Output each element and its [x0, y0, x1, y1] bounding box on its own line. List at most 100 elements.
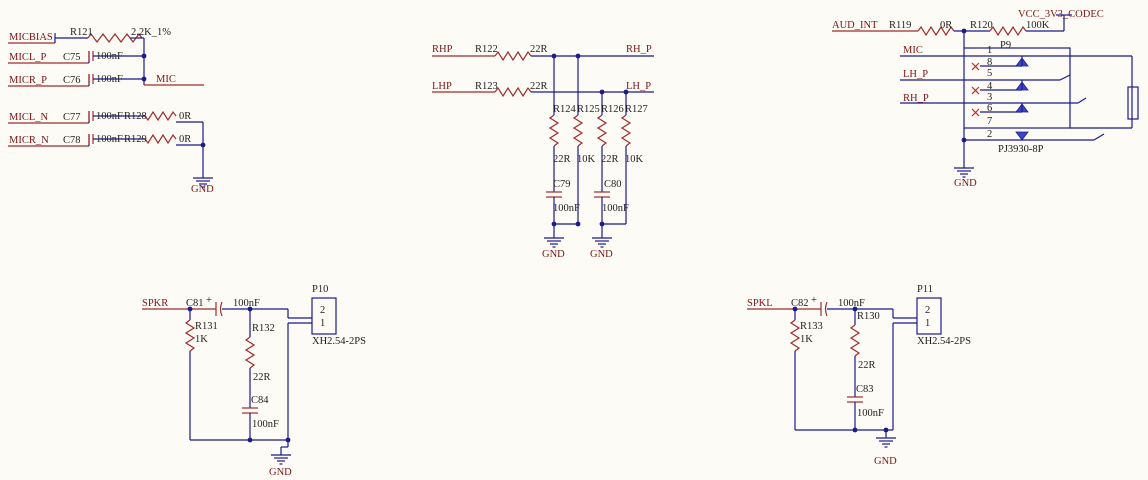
value-r126: 22R [601, 154, 619, 165]
junction-dot [200, 142, 206, 148]
pin3-contact [1077, 97, 1087, 104]
r121-body [87, 33, 143, 43]
ref-c75: C75 [63, 52, 81, 63]
net-label-jack-lh-p: LH_P [903, 69, 928, 80]
junction-dot [551, 53, 557, 59]
pin-label: 4 [987, 81, 993, 92]
speaker-left-section: SPKL C82 + 100nF R133 1K R130 22R C83 10… [747, 284, 971, 467]
ref-r126: R126 [601, 104, 624, 115]
ref-r123: R123 [475, 81, 498, 92]
r119-body [917, 25, 955, 37]
mic-section: MICBIAS R121 2.2K_1% MICL_P C75 100nF MI… [8, 27, 214, 195]
ref-r127: R127 [625, 104, 648, 115]
value-c76: 100nF [96, 74, 123, 85]
ref-c84: C84 [251, 395, 269, 406]
c81-plate-b [219, 301, 223, 317]
value-r121: 2.2K_1% [131, 27, 171, 38]
ref-c76: C76 [63, 75, 81, 86]
ref-r124: R124 [553, 104, 577, 115]
pin-label: 3 [987, 92, 992, 103]
value-c80: 100nF [602, 203, 629, 214]
junction-dot [575, 221, 581, 227]
value-p10: XH2.54-2PS [312, 336, 366, 347]
net-label-micl-n: MICL_N [9, 112, 49, 123]
pin-label: 1 [925, 318, 930, 329]
value-c81: 100nF [233, 298, 260, 309]
net-label-mic: MIC [156, 74, 176, 85]
pin-label: 1 [320, 318, 325, 329]
gnd-label: GND [874, 456, 897, 467]
gnd-symbol [270, 446, 292, 465]
gnd-symbol [953, 159, 975, 178]
junction-dot [141, 76, 147, 82]
value-r124: 22R [553, 154, 571, 165]
net-label-micl-p: MICL_P [9, 52, 47, 63]
c82-polarity: + [811, 295, 817, 306]
value-r123: 22R [530, 81, 548, 92]
c81-polarity: + [206, 295, 212, 306]
value-r120: 100K [1026, 20, 1050, 31]
speaker-right-section: SPKR C81 + 100nF R131 1K R132 22R C84 10… [142, 284, 366, 478]
value-r122: 22R [530, 44, 548, 55]
gnd-symbol [875, 429, 897, 448]
net-label-jack-mic: MIC [903, 45, 923, 56]
r127-body [620, 114, 632, 147]
r123-body [494, 86, 532, 98]
gnd-symbol [591, 229, 613, 248]
ref-c78: C78 [63, 135, 81, 146]
r122-body [494, 50, 532, 62]
jack-section: AUD_INT R119 0R R120 100K VCC_3V3_CODEC … [832, 9, 1139, 189]
net-label-lh-p: LH_P [626, 81, 651, 92]
ref-r120: R120 [970, 20, 993, 31]
pin-label: 5 [987, 68, 992, 79]
ref-r129: R129 [124, 134, 147, 145]
gnd-label: GND [590, 249, 613, 260]
p11-body [916, 297, 942, 335]
r126-body [596, 114, 608, 147]
c82-plate-b [824, 301, 828, 317]
junction-dot [247, 437, 253, 443]
no-connect-x-icon [971, 108, 980, 117]
value-p11: XH2.54-2PS [917, 336, 971, 347]
pin-label: 2 [320, 305, 325, 316]
ref-r119: R119 [889, 20, 911, 31]
value-r128: 0R [179, 111, 191, 122]
pin-label: 2 [925, 305, 930, 316]
value-r119: 0R [940, 20, 952, 31]
r120-body [989, 25, 1027, 37]
junction-dot [599, 89, 605, 95]
ref-r128: R128 [124, 111, 147, 122]
pin5-contact [1059, 74, 1071, 81]
value-r130: 22R [858, 360, 876, 371]
ref-r125: R125 [577, 104, 600, 115]
ref-p9: P9 [1000, 40, 1011, 51]
ref-c82: C82 [791, 298, 809, 309]
pin-label: 6 [987, 103, 992, 114]
ref-c83: C83 [856, 384, 874, 395]
junction-dot [623, 89, 629, 95]
ref-c80: C80 [604, 179, 622, 190]
value-c84: 100nF [252, 419, 279, 430]
value-r131: 1K [195, 334, 208, 345]
junction-dot [575, 53, 581, 59]
r132-body [244, 336, 256, 369]
p9-body [963, 47, 1071, 129]
no-connect-x-icon [971, 86, 980, 95]
r133-body [789, 319, 801, 352]
ref-r122: R122 [475, 44, 498, 55]
ref-r133: R133 [800, 321, 823, 332]
net-label-rhp: RHP [432, 44, 453, 55]
junction-dot [551, 221, 557, 227]
pin-label: 7 [987, 116, 992, 127]
value-c83: 100nF [857, 408, 884, 419]
headphone-section: RHP R122 22R RH_P LHP R123 22R LH_P R124… [432, 44, 654, 260]
pin-label: 2 [987, 129, 992, 140]
pin2-arrow-icon [1015, 131, 1029, 141]
ref-r132: R132 [252, 323, 275, 334]
value-r133: 1K [800, 334, 813, 345]
r129-body [144, 133, 177, 145]
net-label-jack-rh-p: RH_P [903, 93, 929, 104]
net-label-rh-p: RH_P [626, 44, 652, 55]
gnd-label: GND [191, 184, 214, 195]
ref-r131: R131 [195, 321, 218, 332]
